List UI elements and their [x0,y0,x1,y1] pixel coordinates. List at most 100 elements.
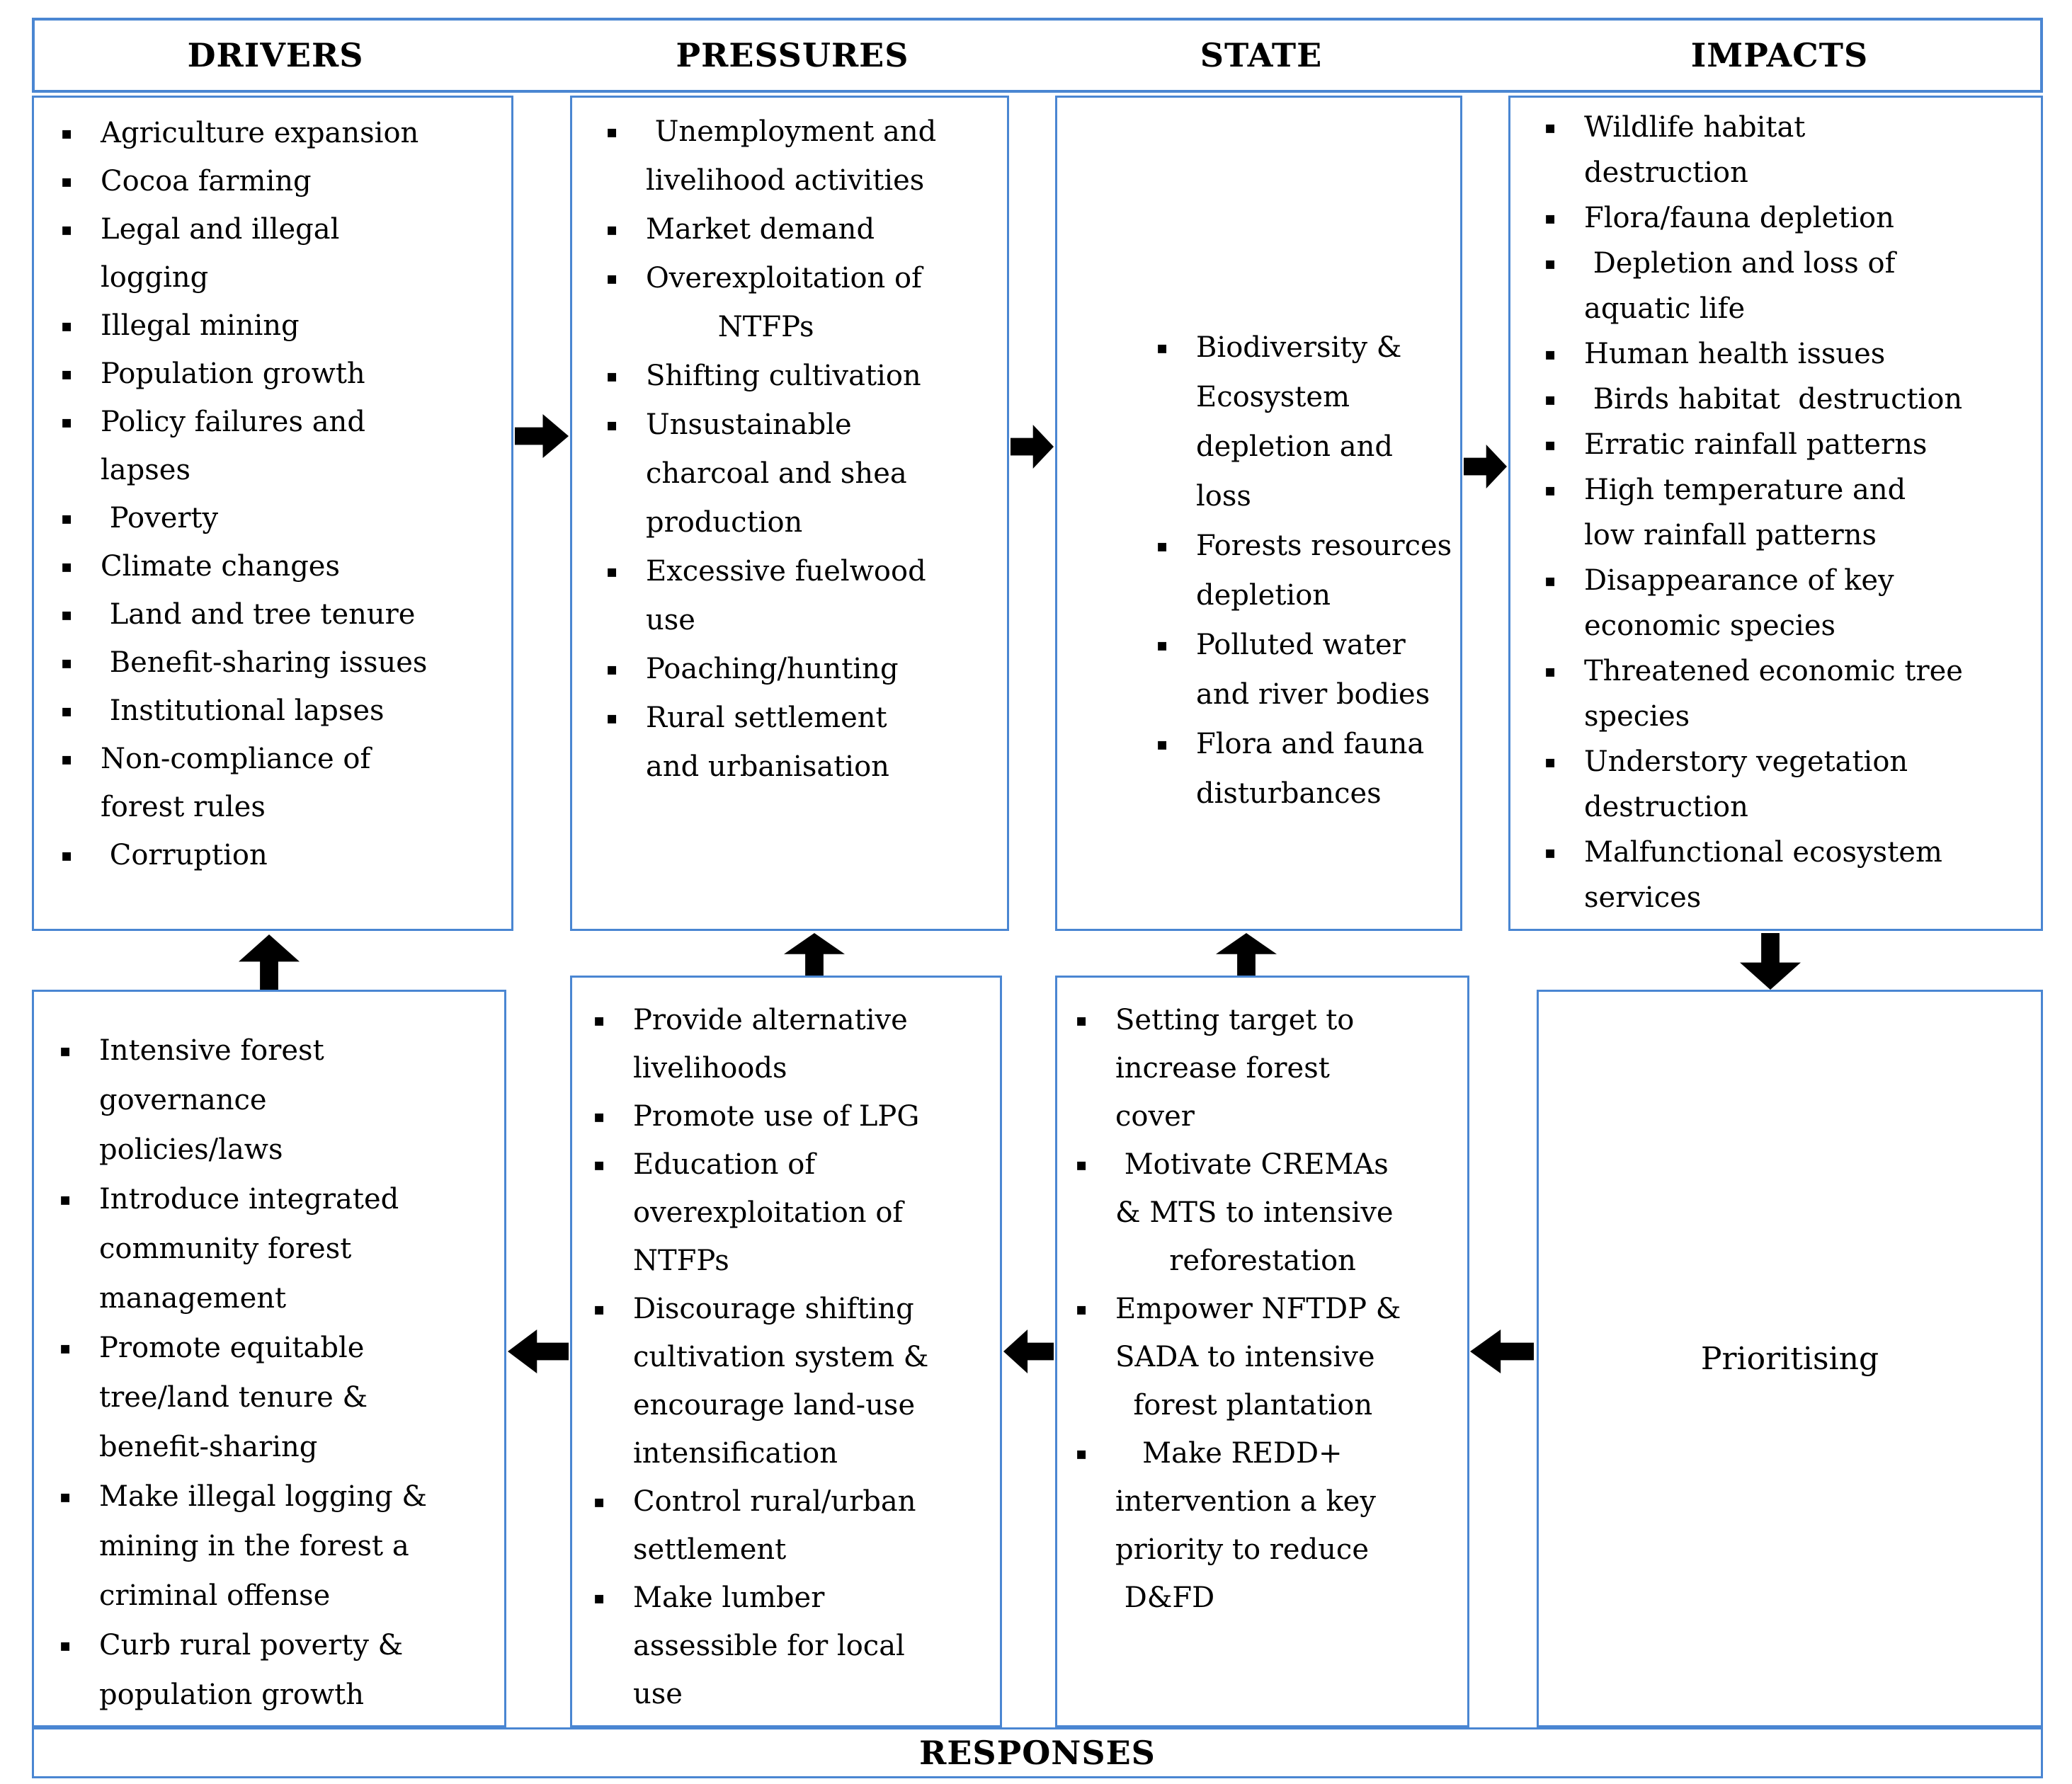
list-item: ▪Promote equitable tree/land tenure & be… [59,1323,497,1472]
header-band: DRIVERS PRESSURES STATE IMPACTS [32,18,2043,93]
list-item: ▪ Intensive forest governance policies/la… [59,1026,497,1174]
bullet-icon: ▪ [1544,344,1556,364]
impacts-box: ▪Wildlife habitat destruction▪Flora/faun… [1508,96,2043,931]
list-item: ▪Erratic rainfall patterns [1544,422,2035,467]
bullet-icon: ▪ [593,1588,605,1608]
bullet-icon: ▪ [61,171,73,191]
list-item: ▪Flora and fauna disturbances [1156,719,1455,818]
list-item-text: Malfunctional ecosystem services [1584,836,1942,914]
list-item-text: Legal and illegal logging [101,213,340,294]
responses-bar: RESPONSES [32,1727,2043,1778]
list-item: ▪ Make REDD+ intervention a key priority… [1076,1429,1462,1622]
bullet-icon: ▪ [61,701,73,721]
list-item: ▪ Understory vegetation destruction [1544,739,2035,830]
bullet-icon: ▪ [59,1041,72,1060]
bullet-icon: ▪ [1544,253,1556,273]
list-item-text: Rural settlement and urbanisation [646,702,889,783]
prioritising-box: Prioritising [1537,990,2043,1727]
arrow-impacts-to-prioritising-icon [1740,933,1801,990]
list-item: ▪Introduce integrated community forest m… [59,1174,497,1323]
list-item-text: Poaching/hunting [646,653,899,685]
list-item: ▪Rural settlement and urbanisation [606,694,1001,791]
list-item: ▪Overexploitation of NTFPs [606,254,1001,352]
list-item: ▪Education of overexploitation of NTFPs [593,1140,994,1285]
bullet-icon: ▪ [61,556,73,576]
list-item-text: Make lumber assessible for local use [633,1582,905,1710]
list-item: ▪Setting target to increase forest cover [1076,996,1462,1140]
list-item: ▪ Poaching/hunting [606,645,1001,694]
bullet-icon: ▪ [1076,1443,1088,1463]
pressures-box: ▪ Unemployment and livelihood activities… [570,96,1009,931]
bullet-icon: ▪ [606,415,618,435]
list-item-text: Forests resources depletion [1196,530,1452,612]
bullet-icon: ▪ [61,605,73,624]
bullet-icon: ▪ [593,1010,605,1030]
list-item-text: Wildlife habitat destruction [1584,111,1806,189]
list-item: ▪ Land and tree tenure [61,590,504,639]
bullet-icon: ▪ [1076,1155,1088,1174]
list-item-text: Polluted water and river bodies [1196,629,1430,711]
list-item-text: Depletion and loss of aquatic life [1584,247,1896,325]
list-item-text: Intensive forest governance policies/law… [99,1034,324,1166]
list-item: ▪ Polluted water and river bodies [1156,620,1455,719]
bullet-icon: ▪ [59,1189,72,1209]
list-item: ▪Curb rural poverty & population growth [59,1620,497,1720]
bullet-icon: ▪ [1076,1299,1088,1319]
list-item-text: Institutional lapses [101,694,385,727]
arrow-responses-to-pressures-icon [784,933,845,977]
bullet-icon: ▪ [61,845,73,865]
bullet-icon: ▪ [61,123,73,143]
list-item: ▪Illegal mining [61,302,504,350]
list-item: ▪Discourage shifting cultivation system … [593,1285,994,1477]
list-item-text: Flora and fauna disturbances [1196,728,1425,810]
list-item: ▪Promote use of LPG [593,1092,994,1140]
list-item: ▪ Provide alternative livelihoods [593,996,994,1092]
bullet-icon: ▪ [1544,480,1556,500]
bullet-icon: ▪ [1156,536,1168,556]
bullet-icon: ▪ [593,1492,605,1511]
list-item: ▪ Agriculture expansion [61,109,504,157]
bullet-icon: ▪ [606,122,618,142]
bullet-icon: ▪ [606,659,618,679]
bullet-icon: ▪ [1544,752,1556,772]
arrow-state-to-impacts-icon [1464,445,1507,488]
bullet-icon: ▪ [61,412,73,432]
bullet-icon: ▪ [593,1299,605,1319]
responses-label: RESPONSES [919,1734,1156,1772]
list-item-text: Understory vegetation destruction [1584,745,1908,823]
list-item-text: Climate changes [101,550,341,583]
state-responses-box: ▪Setting target to increase forest cover… [1055,976,1469,1727]
list-item-text: Overexploitation of NTFPs [646,262,922,343]
list-item: ▪ Wildlife habitat destruction [1544,105,2035,195]
list-item-text: Population growth [101,358,365,390]
list-item-text: Make REDD+ intervention a key priority t… [1115,1437,1376,1614]
list-item: ▪ Empower NFTDP & SADA to intensive fores… [1076,1285,1462,1429]
list-item: ▪Legal and illegal logging [61,205,504,302]
drivers-responses-box: ▪ Intensive forest governance policies/la… [32,990,506,1727]
list-item-text: Illegal mining [101,309,300,342]
list-item: ▪ Forests resources depletion [1156,521,1455,620]
bullet-icon: ▪ [593,1107,605,1126]
list-item: ▪ Climate changes [61,542,504,590]
list-item-text: Empower NFTDP & SADA to intensive forest… [1115,1293,1401,1422]
list-item: ▪Control rural/urban settlement [593,1477,994,1574]
bullet-icon: ▪ [1544,118,1556,137]
arrow-drivers-to-pressures-icon [515,414,569,458]
list-item-text: Setting target to increase forest cover [1115,1004,1355,1133]
list-item-text: Erratic rainfall patterns [1584,428,1928,461]
list-item: ▪Non-compliance of forest rules [61,735,504,831]
list-item-text: Provide alternative livelihoods [633,1004,908,1085]
bullet-icon: ▪ [61,364,73,384]
arrow-responses-to-drivers-icon [239,934,300,991]
list-item-text: Agriculture expansion [101,117,419,149]
column-title-drivers: DRIVERS [187,36,364,74]
list-item-text: Policy failures and lapses [101,406,365,486]
list-item-text: Biodiversity & Ecosystem depletion and l… [1196,331,1402,513]
bullet-icon: ▪ [59,1338,72,1358]
list-item: ▪Make illegal logging & mining in the fo… [59,1472,497,1620]
bullet-icon: ▪ [1156,635,1168,655]
arrow-pressures-to-state-icon [1011,425,1054,469]
list-item-text: Unemployment and livelihood activities [646,115,937,197]
column-title-impacts: IMPACTS [1690,36,1869,74]
